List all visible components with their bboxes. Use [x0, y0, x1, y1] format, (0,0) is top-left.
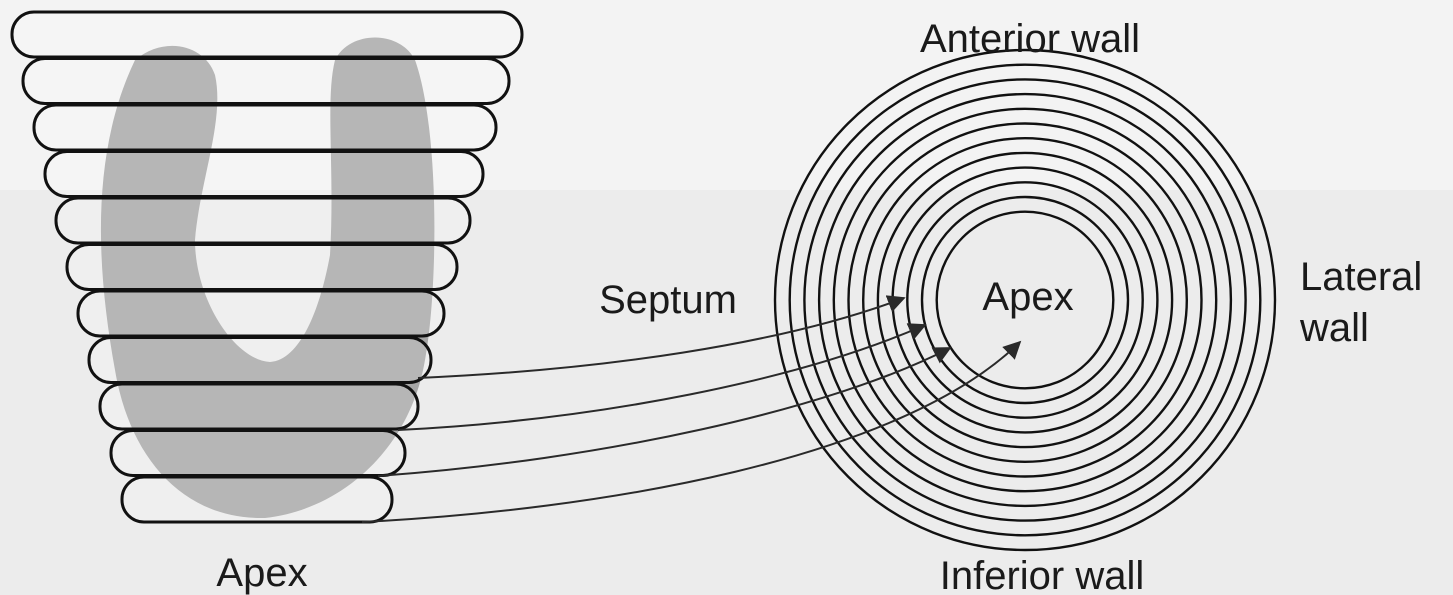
slice-7	[78, 291, 444, 336]
slice-9	[100, 384, 418, 429]
mapping-arrows	[362, 298, 1020, 522]
inferior-wall-label: Inferior wall	[940, 554, 1145, 595]
center-apex-label: Apex	[982, 275, 1073, 319]
slice-11	[122, 477, 392, 522]
slice-stack	[12, 12, 522, 522]
lateral-wall-label-line2: wall	[1299, 306, 1369, 350]
slice-10	[111, 431, 405, 476]
slice-5	[56, 198, 470, 243]
ventricle-slices-group	[12, 12, 522, 522]
slice-6	[67, 245, 457, 290]
arrow-2	[398, 325, 925, 430]
slice-2	[23, 59, 509, 104]
slice-3	[34, 105, 496, 150]
septum-label: Septum	[599, 278, 737, 322]
slice-8	[89, 338, 431, 383]
slice-1	[12, 12, 522, 57]
anterior-wall-label: Anterior wall	[920, 17, 1140, 61]
slice-4	[45, 152, 483, 197]
left-apex-label: Apex	[216, 551, 307, 595]
arrow-3	[378, 348, 950, 476]
lateral-wall-label-line1: Lateral	[1300, 255, 1422, 299]
